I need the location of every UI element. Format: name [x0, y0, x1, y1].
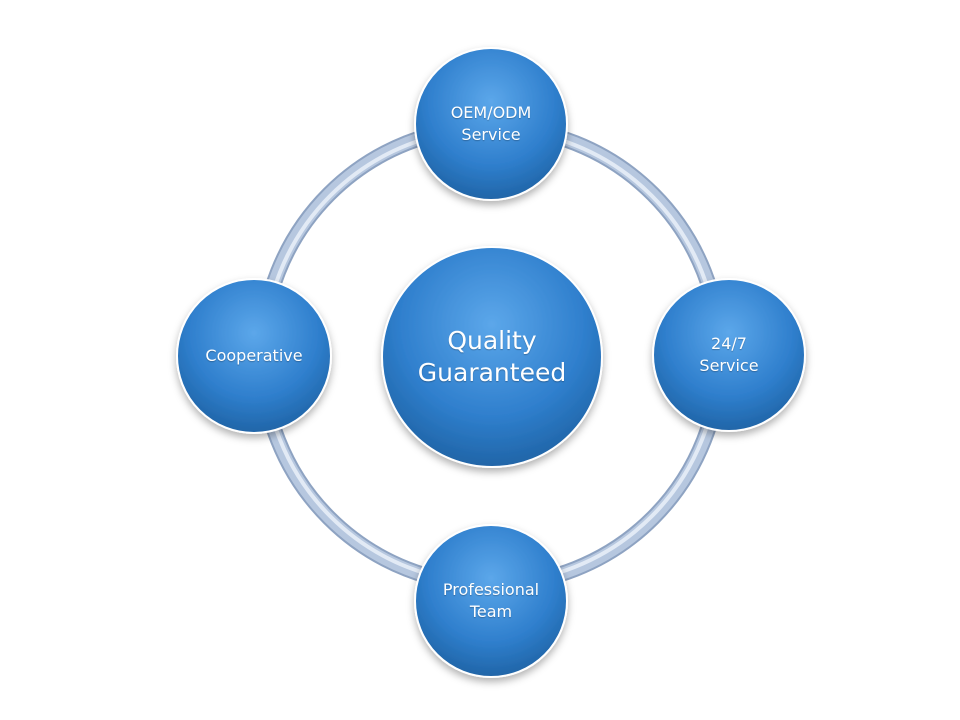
bottom-node-label: Professional Team	[414, 528, 568, 674]
center-circle	[381, 246, 603, 468]
bottom-circle	[414, 524, 568, 678]
right-circle	[652, 278, 806, 432]
center-label-line-2: Guaranteed	[417, 358, 567, 387]
right-label-line-1: 24/7	[711, 334, 747, 353]
bottom-label-line-1: Professional	[442, 580, 540, 599]
right-node-label: 24/7 Service	[652, 278, 806, 432]
top-label-line-2: Service	[461, 125, 521, 144]
center-node-label: Quality Guaranteed	[381, 246, 603, 468]
center-label-line-1: Quality	[447, 326, 537, 355]
left-node-label: Cooperative	[176, 278, 332, 434]
left-label-line-1: Cooperative	[205, 346, 303, 365]
right-label-line-2: Service	[699, 356, 759, 375]
top-node-label: OEM/ODM Service	[414, 50, 568, 198]
left-circle	[176, 278, 332, 434]
bottom-label-line-2: Team	[469, 602, 513, 621]
top-circle	[414, 47, 568, 201]
top-label-line-1: OEM/ODM	[450, 103, 532, 122]
